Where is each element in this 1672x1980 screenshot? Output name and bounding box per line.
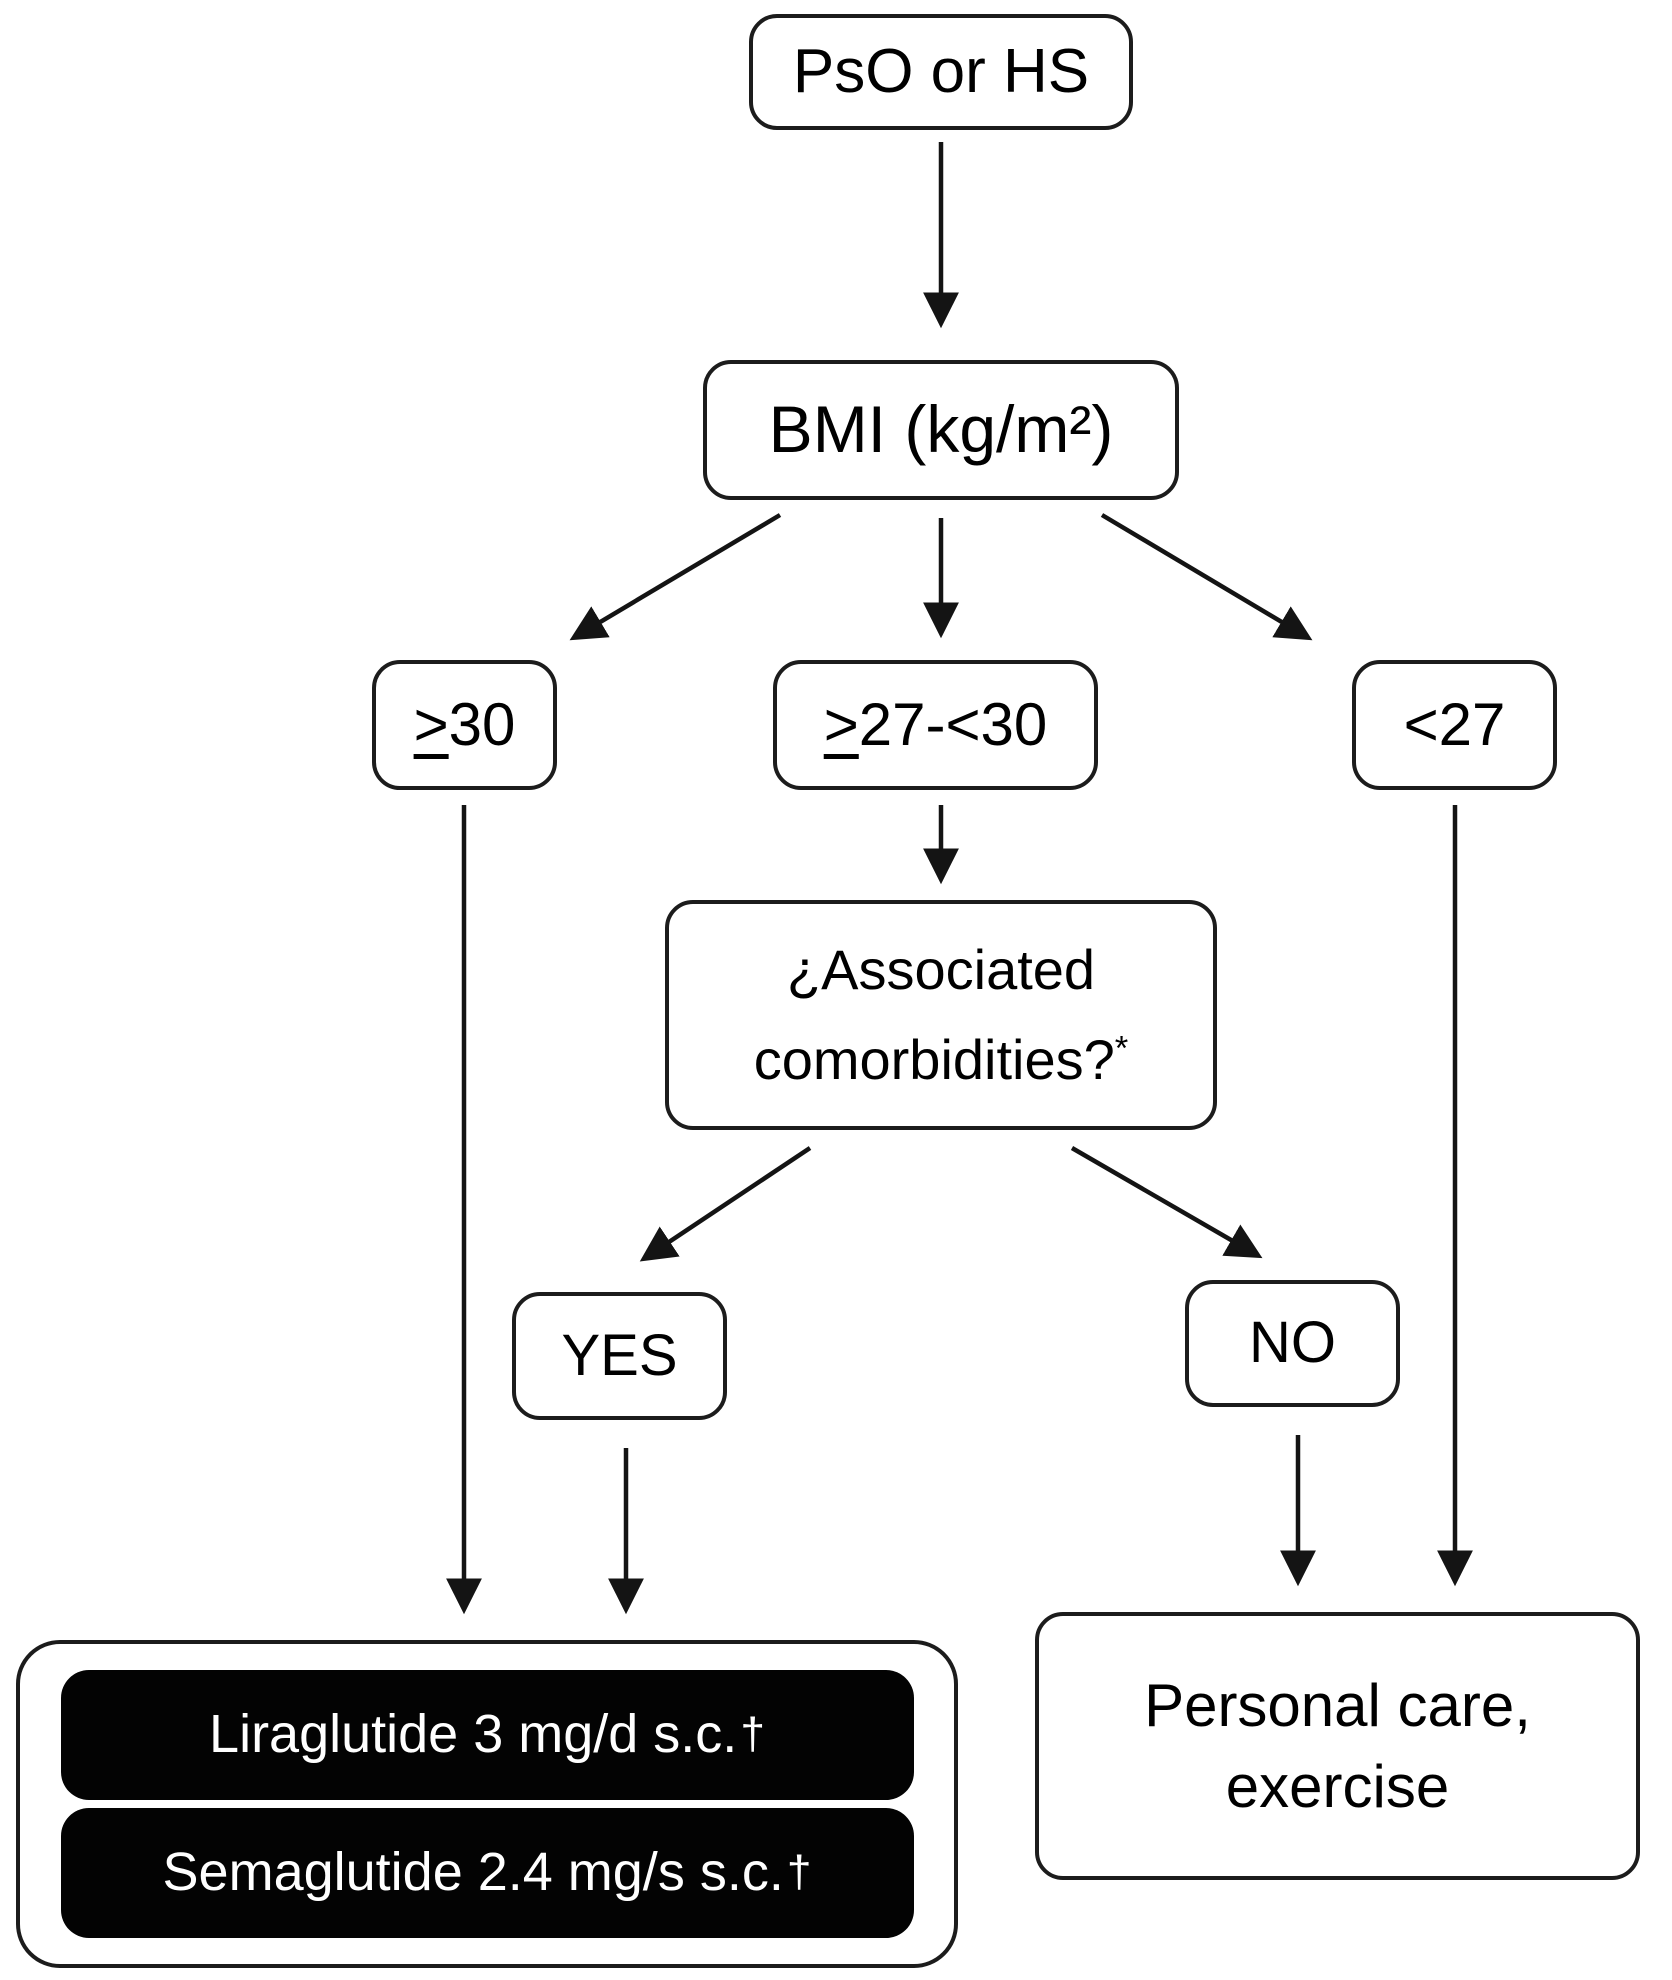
pso-or-hs-node: PsO or HS (749, 14, 1133, 130)
no-node: NO (1185, 1280, 1400, 1407)
arrow-comorbidities-to-no (1070, 1146, 1263, 1259)
bmi-27-30-value: 27-<30 (858, 690, 1048, 758)
treatment-group-node: Liraglutide 3 mg/d s.c.† Semaglutide 2.4… (16, 1640, 958, 1968)
gte-symbol: > (823, 690, 859, 758)
bmi-27-30-node: >27-<30 (773, 660, 1098, 790)
pso-or-hs-label: PsO or HS (792, 37, 1090, 107)
yes-label: YES (561, 1322, 678, 1388)
arrow-bmi-to-lt27 (1100, 513, 1313, 641)
gte-symbol: > (413, 690, 449, 758)
semaglutide-dagger-mark: † (786, 1847, 812, 1897)
arrow-comorbidities-to-yes (639, 1146, 812, 1262)
comorbidities-line1: ¿Associated (786, 938, 1096, 1002)
bmi-label: BMI (kg/m²) (768, 392, 1114, 467)
liraglutide-dagger-mark: † (740, 1709, 765, 1759)
bmi-ge30-node: >30 (372, 660, 557, 790)
liraglutide-label: Liraglutide 3 mg/d s.c. (209, 1704, 738, 1765)
personal-care-node: Personal care, exercise (1035, 1612, 1640, 1880)
bmi-lt27-node: <27 (1352, 660, 1557, 790)
arrow-bmi-to-ge30 (569, 513, 782, 641)
comorbidities-node: ¿Associated comorbidities?* (665, 900, 1217, 1130)
semaglutide-label: Semaglutide 2.4 mg/s s.c. (162, 1842, 784, 1903)
yes-node: YES (512, 1292, 727, 1420)
comorbidities-line2: comorbidities? (753, 1028, 1115, 1091)
bmi-node: BMI (kg/m²) (703, 360, 1179, 500)
comorbidities-footnote-mark: * (1114, 1029, 1129, 1068)
liraglutide-node: Liraglutide 3 mg/d s.c.† (60, 1670, 914, 1800)
no-label: NO (1249, 1310, 1336, 1376)
bmi-lt27-value: <27 (1403, 690, 1506, 758)
semaglutide-node: Semaglutide 2.4 mg/s s.c.† (60, 1808, 914, 1938)
personal-care-line2: exercise (1225, 1753, 1450, 1820)
bmi-ge30-value: 30 (448, 690, 516, 758)
personal-care-line1: Personal care, (1144, 1672, 1531, 1739)
